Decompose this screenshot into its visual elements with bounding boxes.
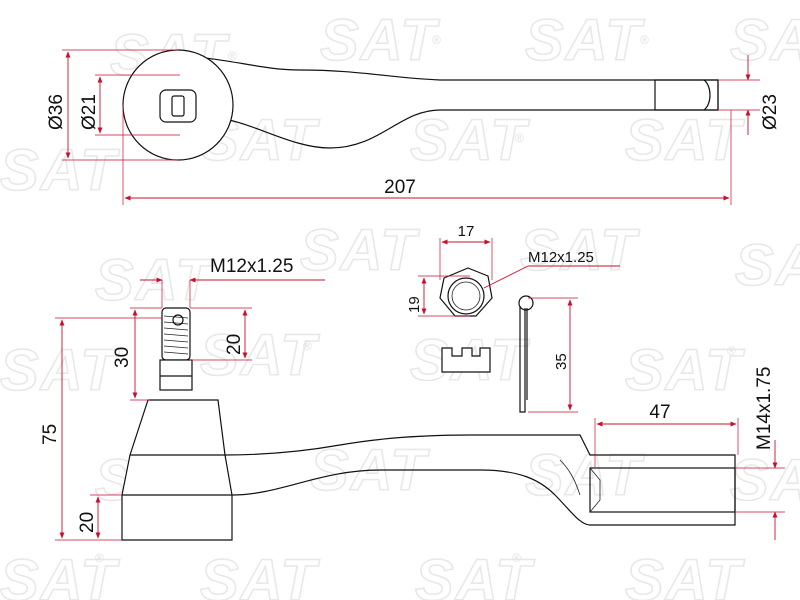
dim-stud-thread: M12x1.25 — [210, 256, 293, 277]
nut-thread-circle — [447, 277, 485, 315]
watermark-registered-mark: ® — [727, 344, 736, 358]
watermark-layer: SAT SAT SAT SAT SAT SAT SAT SAT SAT SAT … — [0, 7, 800, 600]
leader-line — [483, 265, 529, 289]
watermark-registered-mark: ® — [515, 131, 524, 145]
side-view: M12x1.25 30 20 75 20 47 M14x1.75 — [40, 256, 785, 541]
top-stud-hole — [171, 95, 185, 117]
watermark-registered-mark: ® — [432, 33, 441, 47]
watermark: SAT — [0, 138, 120, 203]
bore-chamfer — [589, 467, 601, 513]
dim-total-height: 75 — [40, 424, 61, 445]
watermark: SAT — [735, 233, 800, 298]
cotter-pin: 35 — [518, 295, 578, 413]
watermark: SAT — [625, 338, 745, 403]
watermark: SAT — [300, 218, 420, 283]
watermark: SAT — [520, 218, 640, 283]
watermark-registered-mark: ® — [640, 33, 649, 47]
nut-hex-outline — [439, 267, 493, 317]
dim-nut-thread: M12x1.25 — [528, 249, 594, 266]
stud-cotter-hole — [172, 314, 184, 326]
arm-fillet — [559, 459, 581, 496]
watermark-registered-mark: ® — [228, 49, 237, 63]
watermark: SAT — [95, 248, 215, 313]
stud-threads — [163, 315, 189, 355]
watermark: SAT — [730, 448, 800, 513]
dim-top-inner-diameter: Ø21 — [79, 94, 100, 130]
dim-inner-thread: M14x1.75 — [754, 367, 775, 450]
pin-leg — [519, 306, 526, 413]
watermark-registered-mark: ® — [303, 339, 312, 353]
dim-stud-thread-length: 20 — [224, 334, 245, 355]
watermark-registered-mark: ® — [95, 551, 104, 565]
watermark: SAT — [0, 548, 120, 600]
watermark: SAT — [730, 8, 800, 73]
top-end-chamfer — [703, 79, 711, 111]
top-view: Ø36 Ø21 Ø23 207 — [46, 49, 781, 205]
nut-side-view — [441, 347, 491, 373]
watermark: SAT — [320, 8, 440, 73]
dim-inner-thread-depth: 47 — [649, 402, 670, 423]
dim-stud-length: 30 — [112, 347, 133, 368]
pin-head — [518, 295, 534, 311]
dim-pin-length: 35 — [553, 353, 570, 370]
watermark: SAT — [200, 323, 320, 388]
top-end-tube — [654, 79, 719, 111]
stud-shank — [159, 359, 193, 391]
dim-end-diameter: Ø23 — [760, 94, 781, 130]
watermark: SAT — [410, 108, 530, 173]
castle-nut: 17 19 M12x1.25 — [406, 223, 620, 373]
watermark: SAT — [625, 108, 745, 173]
nut-bore — [451, 281, 481, 311]
watermark: SAT — [525, 8, 645, 73]
dim-body-height: 20 — [77, 512, 98, 533]
inner-thread-bore — [589, 467, 736, 513]
watermark-registered-mark: ® — [512, 551, 521, 565]
watermark: SAT — [200, 548, 320, 600]
watermark: SAT — [0, 338, 120, 403]
dim-overall-length: 207 — [384, 177, 416, 198]
watermark: SAT — [415, 548, 535, 600]
watermark: SAT — [525, 443, 645, 508]
watermark: SAT — [625, 548, 745, 600]
dim-nut-height: 19 — [406, 296, 423, 313]
dim-nut-width: 17 — [458, 223, 475, 240]
top-stud-boss — [159, 89, 197, 123]
arm-outline — [224, 434, 736, 526]
ball-housing — [121, 399, 233, 541]
dim-top-outer-diameter: Ø36 — [46, 94, 67, 130]
